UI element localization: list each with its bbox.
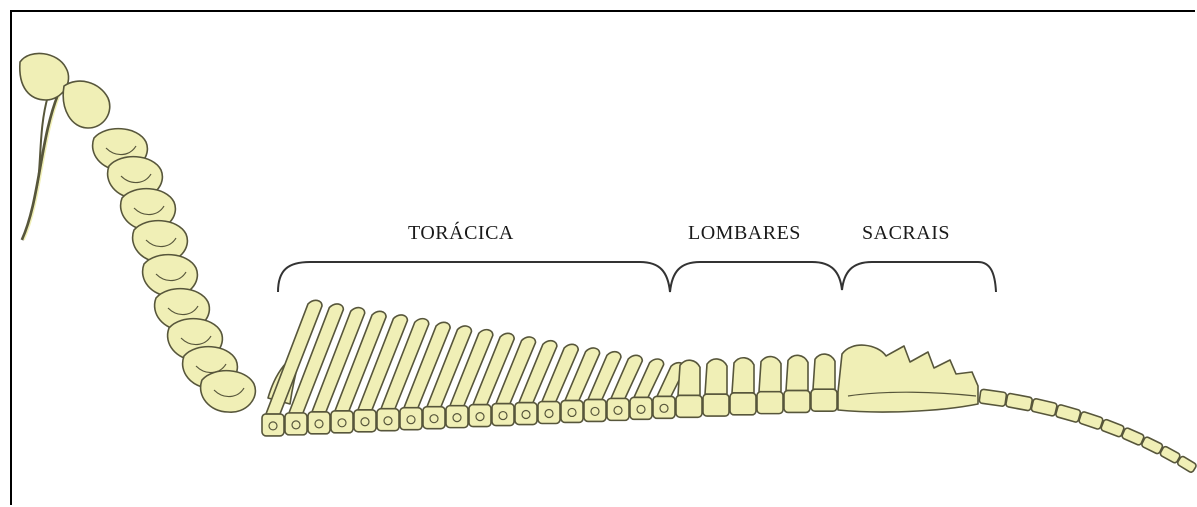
- lumbar-spinous-process: [732, 358, 754, 393]
- thoracic-vertebral-body: [262, 414, 284, 436]
- coccygeal-vertebra: [1177, 455, 1197, 473]
- atlas-vertebra: [63, 81, 110, 128]
- vertebral-column: [20, 53, 1197, 473]
- thoracic-vertebral-body: [492, 404, 514, 426]
- thoracic-vertebral-body: [377, 409, 399, 431]
- thoracic-vertebral-body: [607, 398, 629, 420]
- thoracic-vertebral-body: [515, 403, 537, 425]
- coccygeal-vertebra: [1078, 411, 1103, 430]
- thoracic-vertebral-body: [354, 410, 376, 432]
- thoracic-vertebral-body: [308, 412, 330, 434]
- region-brackets: [278, 262, 996, 292]
- sacrum: [838, 345, 978, 412]
- lumbar-vertebral-body: [676, 395, 702, 417]
- coccygeal-vertebra: [1031, 398, 1058, 416]
- thoracic-vertebral-body: [561, 400, 583, 422]
- lumbar-vertebral-body: [811, 389, 837, 411]
- thoracic-vertebral-body: [446, 406, 468, 428]
- coccygeal-vertebra: [1141, 436, 1163, 454]
- label-toracica: TORÁCICA: [408, 222, 514, 245]
- lumbar-spinous-process: [813, 354, 835, 389]
- thoracic-vertebral-body: [331, 411, 353, 433]
- cervical-vertebra: [201, 371, 256, 413]
- thoracic-vertebral-body: [584, 399, 606, 421]
- thoracic-vertebral-body: [285, 413, 307, 435]
- thoracic-vertebral-body: [469, 405, 491, 427]
- lumbar-vertebral-body: [757, 392, 783, 414]
- skull-occipital: [20, 53, 69, 100]
- lumbar-spinous-process: [759, 357, 781, 392]
- coccygeal-vertebra: [1055, 404, 1081, 423]
- thoracic-vertebral-body: [400, 408, 422, 430]
- lumbar-spinous-process: [786, 355, 808, 390]
- label-sacrais: SACRAIS: [862, 222, 950, 245]
- lumbar-vertebral-body: [703, 394, 729, 416]
- thoracic-vertebral-body: [538, 401, 560, 423]
- thoracic-vertebral-body: [653, 396, 675, 418]
- coccygeal-vertebra: [1100, 419, 1124, 438]
- thoracic-vertebral-body: [630, 397, 652, 419]
- lumbar-vertebral-body: [730, 393, 756, 415]
- bracket-toracica: [278, 262, 996, 292]
- label-lombares: LOMBARES: [688, 222, 801, 245]
- coccygeal-vertebra: [1121, 427, 1144, 446]
- coccygeal-vertebra: [1005, 393, 1032, 411]
- thoracic-vertebral-body: [423, 407, 445, 429]
- lumbar-spinous-process: [678, 360, 700, 395]
- coccygeal-vertebra: [979, 389, 1007, 406]
- lumbar-spinous-process: [705, 359, 727, 394]
- lumbar-vertebral-body: [784, 390, 810, 412]
